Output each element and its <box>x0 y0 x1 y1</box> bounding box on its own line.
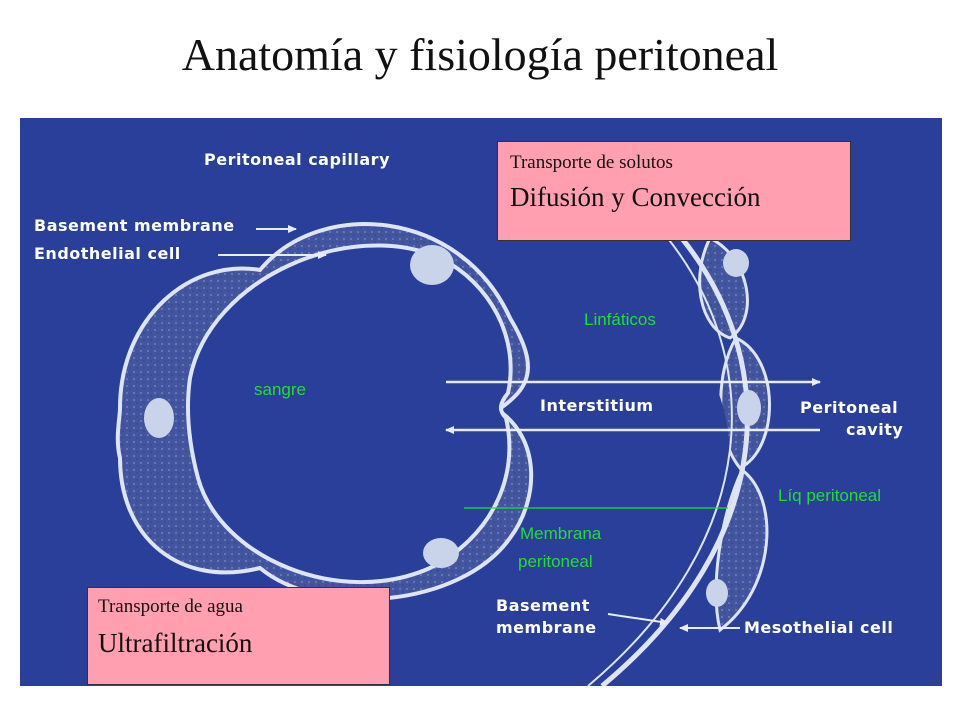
water-transport-box: Transporte de agua Ultrafiltración <box>87 587 390 685</box>
label-basement-bottom-1: Basement <box>496 596 590 615</box>
label-basement-membrane: Basement membrane <box>34 216 235 235</box>
capillary-wall <box>115 222 534 602</box>
label-peritoneal-cavity-2: cavity <box>846 420 904 439</box>
annotation-sangre: sangre <box>254 380 306 399</box>
endothelial-nucleus-left <box>144 398 174 438</box>
solute-transport-emphasis: Difusión y Convección <box>510 182 761 212</box>
label-endothelial-cell: Endothelial cell <box>34 244 181 263</box>
label-peritoneal-capillary: Peritoneal capillary <box>204 150 390 169</box>
solute-transport-heading: Transporte de solutos <box>510 152 673 173</box>
mesothelial-layer <box>698 235 771 633</box>
annotation-membrana-2: peritoneal <box>518 552 593 571</box>
label-peritoneal-cavity-1: Peritoneal <box>800 398 899 417</box>
page-title: Anatomía y fisiología peritoneal <box>181 29 779 80</box>
endothelial-nucleus-top <box>410 245 454 285</box>
capillary-lumen <box>185 243 513 584</box>
label-mesothelial-cell: Mesothelial cell <box>744 618 894 637</box>
solute-transport-box: Transporte de solutos Difusión y Convecc… <box>497 141 851 241</box>
annotation-liq-peritoneal: Líq peritoneal <box>778 486 882 505</box>
mesothelial-nucleus-top <box>723 249 749 277</box>
annotation-membrana-1: Membrana <box>520 524 602 543</box>
annotation-linfaticos: Linfáticos <box>584 310 656 329</box>
water-transport-heading: Transporte de agua <box>98 596 243 617</box>
arrow-basement-membrane-bottom <box>607 613 669 626</box>
diagram-artwork <box>115 222 821 686</box>
endothelial-nucleus-bottom <box>423 538 459 568</box>
label-basement-bottom-2: membrane <box>496 618 597 637</box>
water-transport-emphasis: Ultrafiltración <box>98 628 253 658</box>
mesothelial-nucleus-bottom <box>706 579 728 607</box>
label-interstitium: Interstitium <box>540 396 654 415</box>
mesothelial-nucleus-middle <box>737 390 761 426</box>
